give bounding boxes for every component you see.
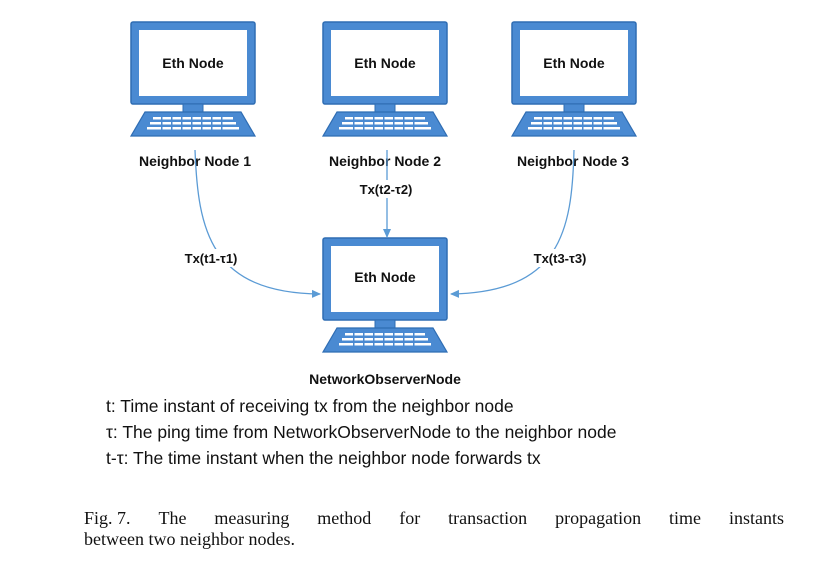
caption-word: instants [728, 508, 784, 528]
caption-word: for [399, 508, 421, 528]
computer-icon [322, 21, 448, 137]
caption-word: method [317, 508, 372, 528]
neighbor-node-2: Eth Node Neighbor Node 2 [322, 21, 448, 169]
node-title: Eth Node [543, 55, 605, 71]
node-title: Eth Node [354, 55, 416, 71]
edge-arrow-1 [194, 149, 321, 298]
caption-word: propagation [555, 508, 642, 528]
caption-word: transaction [448, 508, 528, 528]
caption-word: measuring [214, 508, 290, 528]
edge-label-bg [168, 249, 256, 267]
legend-text: Time instant of receiving tx from the ne… [120, 396, 514, 416]
legend-row: t-τ: The time instant when the neighbor … [106, 445, 806, 471]
neighbor-node-1: Eth Node Neighbor Node 1 [130, 21, 256, 169]
caption-word: The [158, 508, 187, 528]
legend-text: The time instant when the neighbor node … [133, 448, 541, 468]
legend-key: t-τ: [106, 448, 129, 468]
legend-text: The ping time from NetworkObserverNode t… [122, 422, 617, 442]
computer-icon [130, 21, 256, 137]
legend-row: τ: The ping time from NetworkObserverNod… [106, 419, 806, 445]
node-title: Eth Node [162, 55, 224, 71]
observer-label: NetworkObserverNode [309, 371, 461, 387]
legend-row: t: Time instant of receiving tx from the… [106, 393, 806, 419]
edge-label-2: Tx(t2-τ2) [360, 182, 413, 197]
edge-arrow-3 [450, 149, 575, 298]
neighbor-node-3: Eth Node Neighbor Node 3 [511, 21, 637, 169]
edge-label-3: Tx(t3-τ3) [534, 251, 587, 266]
node-title: Eth Node [354, 269, 416, 285]
caption-line-2: between two neighbor nodes. [84, 529, 295, 549]
figure-caption: Fig. 7. The measuring method for transac… [84, 508, 784, 550]
computer-icon [511, 21, 637, 137]
legend: t: Time instant of receiving tx from the… [106, 393, 806, 471]
computer-icon [322, 237, 448, 353]
observer-node: Eth Node NetworkObserverNode [309, 237, 461, 387]
edge-label-1: Tx(t1-τ1) [185, 251, 238, 266]
edge-label-bg [352, 180, 422, 198]
legend-key: t: [106, 396, 116, 416]
edge-label-bg [518, 249, 602, 267]
caption-label: Fig. 7. [84, 508, 131, 528]
caption-line-1: Fig. 7. The measuring method for transac… [84, 508, 784, 529]
legend-key: τ: [106, 422, 118, 442]
node-label: Neighbor Node 2 [329, 153, 441, 169]
caption-word: time [669, 508, 702, 528]
